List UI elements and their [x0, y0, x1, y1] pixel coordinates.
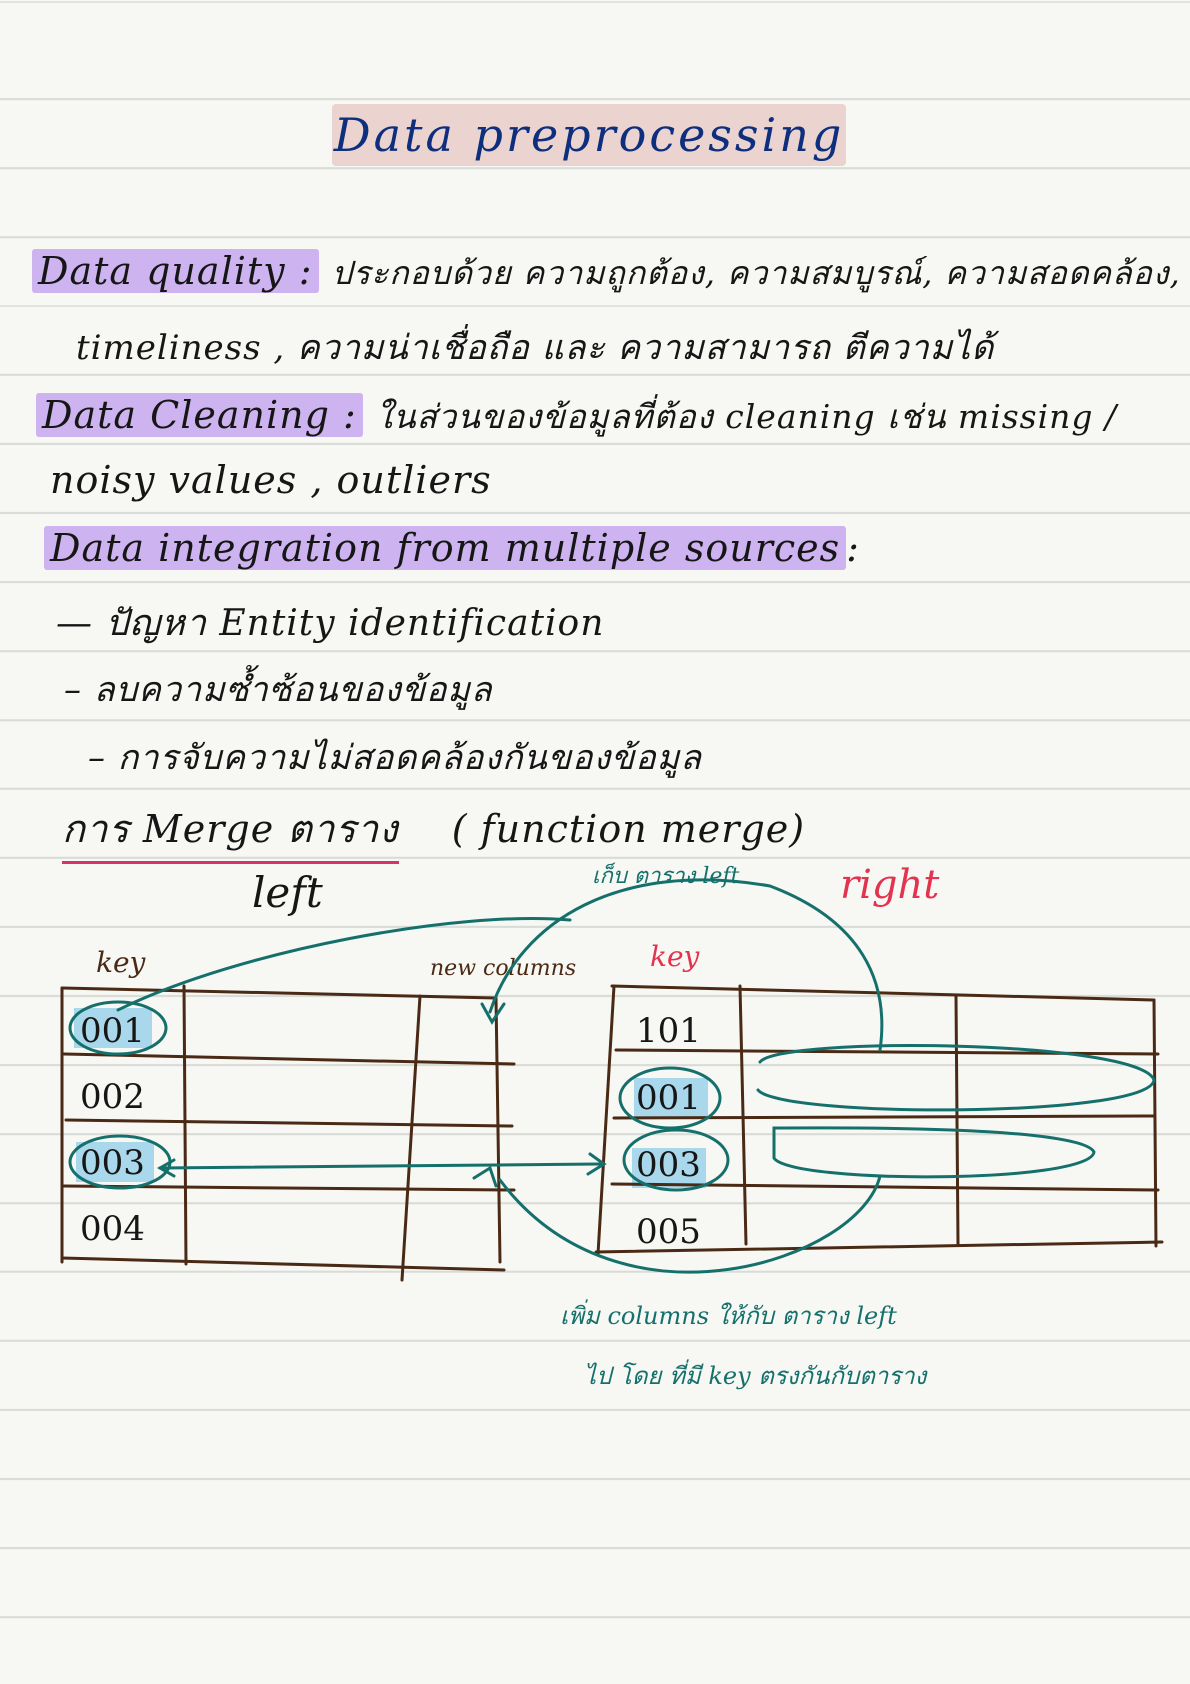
key-highlights: [74, 1008, 708, 1188]
data-quality-label: Data quality :: [32, 249, 319, 293]
arrow-key-link: [116, 916, 572, 1012]
left-table-label: left: [252, 868, 323, 917]
arrow-new-column-head: [480, 1002, 506, 1025]
loop-row-003: [772, 1126, 1096, 1179]
left-key-header: key: [96, 946, 146, 979]
right-table-bottom-line: [594, 1240, 1164, 1254]
data-cleaning-text: ในส่วนของข้อมูลที่ต้อง cleaning เช่น mis…: [375, 397, 1118, 436]
left-table-new-col-left: [400, 994, 422, 1282]
data-cleaning-text-2: noisy values , outliers: [50, 458, 492, 502]
right-table-key-0: 101: [636, 1011, 701, 1051]
data-quality-line: Data quality : ประกอบด้วย ความถูกต้อง, ค…: [32, 248, 1181, 299]
note-keep-left-table: เก็บ ตาราง left: [592, 864, 740, 889]
new-columns-label: new columns: [430, 956, 577, 981]
right-key-highlight-001: [634, 1078, 708, 1118]
left-table-keys: 001 002 003 004: [80, 1011, 145, 1249]
loop-row-001: [756, 1044, 1156, 1112]
left-table-row-line-1: [62, 1052, 516, 1066]
right-table-key-1: 001: [636, 1078, 701, 1118]
merge-function-note: ( function merge): [451, 807, 806, 851]
right-table-label: right: [840, 862, 940, 908]
left-table-key-1: 002: [80, 1077, 145, 1117]
data-cleaning-label: Data Cleaning :: [36, 393, 363, 437]
arrow-003-head-left: [156, 1158, 176, 1178]
data-integration-line: Data integration from multiple sources:: [44, 526, 860, 570]
note-add-columns-1: เพิ่ม columns ให้กับ ตาราง left: [560, 1302, 897, 1330]
circle-left-001: [68, 1000, 168, 1056]
left-table: [60, 984, 516, 1282]
teal-annotations: [68, 878, 1156, 1274]
circle-right-003: [622, 1128, 730, 1192]
arrow-003-match: [158, 1162, 602, 1170]
data-quality-text-2: timeliness , ความน่าเชื่อถือ และ ความสาม…: [76, 328, 995, 368]
arrow-003-head-right: [586, 1152, 607, 1176]
data-integration-label: Data integration from multiple sources: [44, 526, 847, 570]
arrow-right-to-new-column: [488, 878, 884, 1052]
circle-right-001: [618, 1066, 722, 1130]
bullet-inconsistency: – การจับความไม่สอดคล้องกันของข้อมูล: [88, 738, 702, 778]
right-table-key-3: 005: [636, 1212, 701, 1252]
left-key-highlight-001: [74, 1008, 152, 1048]
right-table-key-2: 003: [636, 1145, 701, 1185]
left-table-key-3: 004: [80, 1209, 145, 1249]
right-table-col-divider-2: [954, 994, 960, 1246]
right-key-header: key: [650, 940, 700, 973]
left-table-key-2: 003: [80, 1143, 145, 1183]
merge-label: การ Merge ตาราง: [62, 798, 399, 864]
arrow-left-new-column-head: [472, 1165, 498, 1188]
left-key-highlight-003: [76, 1142, 154, 1182]
arrow-to-left-new-column: [498, 1174, 882, 1274]
left-table-bottom-line: [60, 1256, 506, 1272]
right-table-row-line-2: [612, 1114, 1156, 1120]
right-table-top-line: [610, 984, 1156, 1002]
right-table-col-divider-1: [738, 984, 748, 1246]
right-table-right-border: [1152, 998, 1158, 1248]
right-table-keys: 101 001 003 005: [636, 1011, 701, 1252]
left-table-top-line: [60, 986, 498, 1000]
data-integration-colon: :: [846, 526, 860, 570]
right-key-highlight-003: [632, 1148, 706, 1188]
right-table-left-border: [596, 984, 616, 1256]
left-table-key-0: 001: [80, 1011, 145, 1051]
left-table-row-line-2: [64, 1118, 514, 1128]
left-table-new-col-right: [494, 996, 502, 1264]
note-add-columns-2: ไป โดย ที่มี key ตรงกันกับตาราง: [584, 1362, 927, 1390]
merge-heading: การ Merge ตาราง ( function merge): [62, 798, 805, 864]
left-table-col-divider: [182, 984, 188, 1266]
data-quality-text: ประกอบด้วย ความถูกต้อง, ความสมบูรณ์, ควา…: [331, 254, 1181, 292]
bullet-remove-redundancy: – ลบความซ้ำซ้อนของข้อมูล: [64, 670, 493, 710]
bullet-entity-identification: — ปัญหา Entity identification: [56, 603, 605, 644]
page-title: Data preprocessing: [332, 104, 846, 166]
data-cleaning-line: Data Cleaning : ในส่วนของข้อมูลที่ต้อง c…: [36, 390, 1117, 443]
